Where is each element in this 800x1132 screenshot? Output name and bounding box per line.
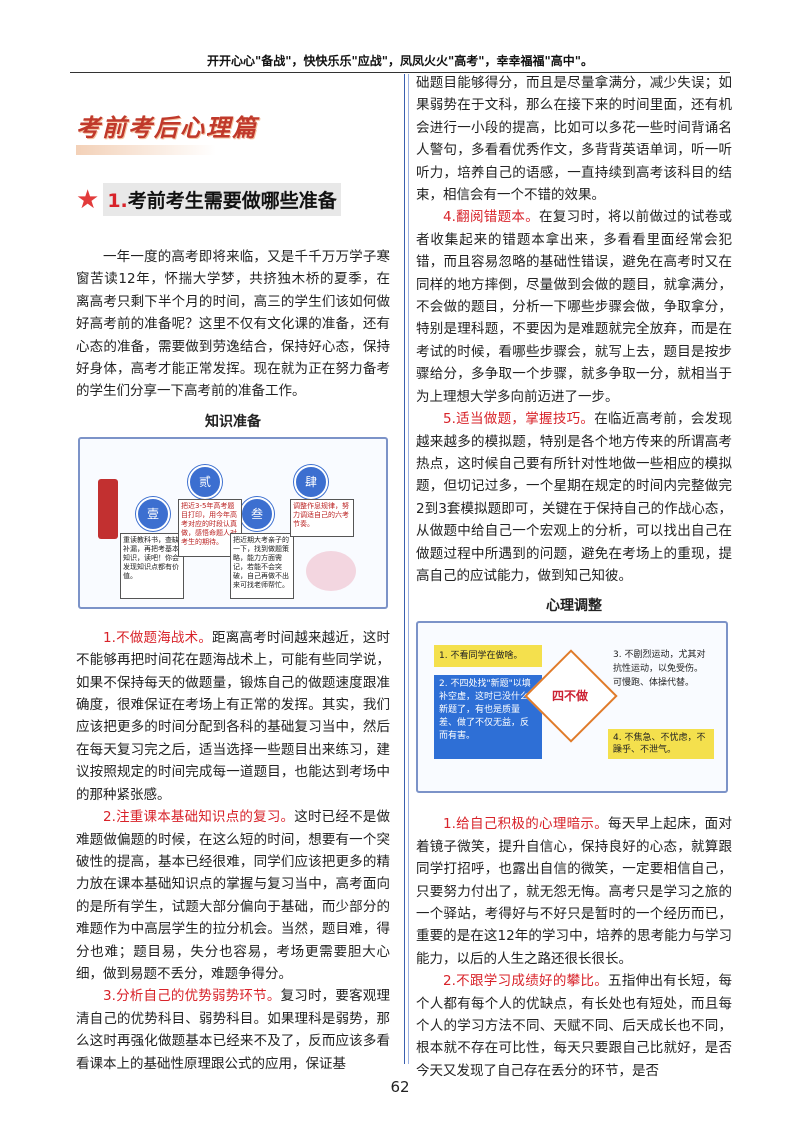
knowledge-box-1: 重读教科书，查缺补漏，再把考基本知识，读吧！你会发现知识点都有价值。 [120, 532, 184, 599]
mind-center-label: 四不做 [551, 689, 588, 704]
main-heading: ★ 1.考前考生需要做哪些准备 [76, 183, 390, 216]
left-para-3: 3.分析自己的优势弱势环节。复习时，要客观理清自己的优势科目、弱势科目。如果理科… [76, 988, 391, 1072]
right-para-5: 5.适当做题，掌握技巧。在临近高考前，会发现越来越多的模拟题，特别是各个地方传来… [416, 411, 732, 584]
mind-item-4: 4. 不焦急、不忧虑，不躁乎、不泄气。 [608, 729, 714, 760]
right-para-4: 4.翻阅错题本。在复习时，将以前做过的试卷或者收集起来的错题本拿出来，多看看里面… [416, 209, 733, 405]
header-rule [70, 72, 730, 73]
num-circle-1: 壹 [136, 496, 170, 531]
left-para-1: 1.不做题海战术。距离高考时间越来越近，这时不能够再把时间花在题海战术上，可能有… [76, 629, 390, 803]
intro-paragraph: 一年一度的高考即将来临，又是千千万万学子寒窗苦读12年，怀揣大学梦，共挤独木桥的… [76, 249, 390, 400]
mind-para-2: 2.不跟学习成绩好的攀比。五指伸出有长短，每个人都有每个人的优缺点，有长处也有短… [416, 973, 732, 1079]
mind-item-2: 2. 不四处找"新题"以填补空虚，这时已没什么新题了，有也是质量差、做了不仅无益… [434, 675, 542, 760]
mind-diagram: 1. 不看同学在做啥。 2. 不四处找"新题"以填补空虚，这时已没什么新题了，有… [416, 621, 728, 794]
right-continuation: 础题目能够得分，而且是尽量拿满分，减少失误；如果弱势在于文科，那么在接下来的时间… [416, 75, 732, 204]
column-divider-thin [408, 74, 409, 1064]
knowledge-box-4: 调整作息规律，努力调适自己的六考节奏。 [290, 498, 354, 537]
knowledge-heading: 知识准备 [205, 413, 261, 430]
running-header: 开开心心"备战"，快快乐乐"应战"，凤凤火火"高考"，幸幸福福"高中"。 [206, 54, 594, 68]
left-column: 考前考后心理篇 ★ 1.考前考生需要做哪些准备 一年一度的高考即将来临，又是千千… [76, 72, 390, 1075]
right-column: 础题目能够得分，而且是尽量拿满分，减少失误；如果弱势在于文科，那么在接下来的时间… [416, 72, 732, 1082]
flower-icon [306, 550, 356, 591]
mind-heading: 心理调整 [546, 598, 602, 615]
num-circle-3: 叁 [240, 496, 274, 531]
title-decoration [76, 145, 216, 155]
heading-number: 1. [107, 190, 128, 212]
scroll-icon [98, 478, 118, 539]
knowledge-box-3: 把近期大考亲子的一下，找到做题策略，能力方面需记，若能不会突破，自己再做不出来可… [230, 532, 294, 599]
page-number: 62 [390, 1078, 410, 1096]
left-para-2: 2.注重课本基础知识点的复习。这时已经不是做难题做偏题的时候，在这么短的时间，想… [76, 809, 390, 982]
heading-text: 考前考生需要做哪些准备 [127, 190, 337, 212]
star-icon: ★ [76, 184, 100, 215]
mind-para-1: 1.给自己积极的心理暗示。每天早上起床，面对着镜子微笑，提升自信心，保持良好的心… [416, 816, 732, 967]
num-circle-2: 贰 [188, 464, 222, 499]
section-title: 考前考后心理篇 [76, 113, 258, 142]
knowledge-diagram: 壹 贰 叁 肆 重读教科书，查缺补漏，再把考基本知识，读吧！你会发现知识点都有价… [78, 436, 388, 609]
num-circle-4: 肆 [294, 464, 328, 499]
mind-item-1: 1. 不看同学在做啥。 [434, 645, 542, 668]
mind-item-3: 3. 不剧烈运动，尤其对抗性运动，以免受伤。可慢跑、体操代替。 [613, 650, 706, 689]
column-divider [404, 74, 405, 1064]
